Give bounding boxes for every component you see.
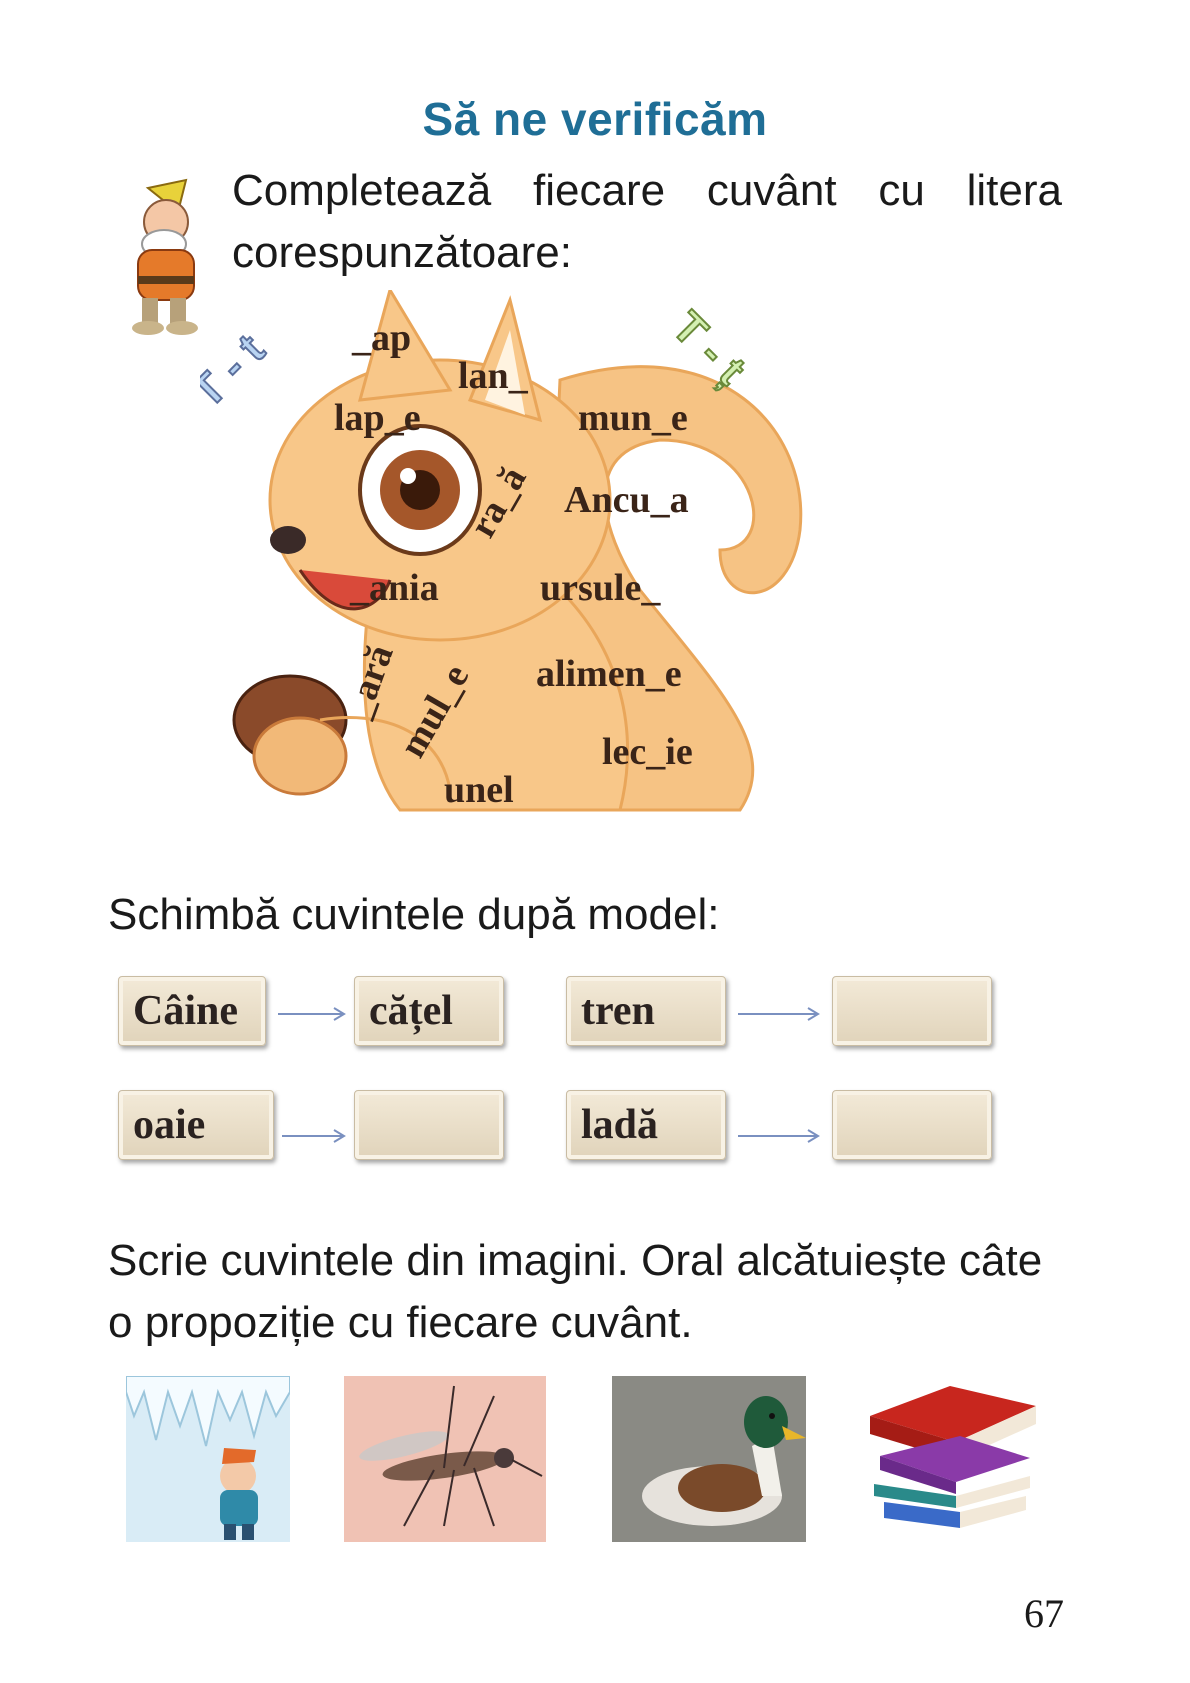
word-mune: mun_e	[578, 397, 688, 439]
squirrel-illustration: T - t T - ț _ap lan_ lap_e mun_e ra_ă An…	[200, 290, 803, 812]
task-instruction-2: Schimbă cuvintele după model:	[108, 890, 720, 939]
task-instruction-1: Completează fiecare cuvânt cu litera cor…	[232, 166, 1062, 277]
word-lan: lan_	[458, 355, 529, 397]
answer-box-oaie[interactable]	[354, 1090, 504, 1160]
word-box-tren: tren	[566, 976, 726, 1046]
word-box-caine: Câine	[118, 976, 266, 1046]
word-unel: unel	[444, 769, 514, 811]
page-number: 67	[1024, 1591, 1064, 1636]
gnome-icon	[132, 178, 198, 335]
word-ania: _ania	[349, 567, 439, 609]
word-lecie: lec_ie	[602, 731, 693, 773]
arrow-icon	[278, 1007, 346, 1021]
mosquito-picture	[344, 1376, 546, 1542]
word-lape: lap_e	[334, 397, 421, 439]
arrow-icon	[738, 1129, 820, 1143]
word-alimene: alimen_e	[536, 653, 682, 695]
letter-pair-t: T - t	[200, 325, 274, 417]
arrow-icon	[738, 1007, 820, 1021]
word-ancua: Ancu_a	[564, 479, 689, 521]
icicles-picture	[126, 1376, 290, 1542]
duck-picture	[612, 1376, 806, 1542]
word-box-catel: cățel	[354, 976, 504, 1046]
arrow-icon	[282, 1129, 346, 1143]
books-picture	[860, 1376, 1040, 1542]
answer-box-lada[interactable]	[832, 1090, 992, 1160]
word-box-oaie: oaie	[118, 1090, 274, 1160]
word-box-lada: ladă	[566, 1090, 726, 1160]
word-ap: _ap	[351, 317, 411, 359]
word-ursule: ursule_	[540, 567, 661, 609]
answer-box-tren[interactable]	[832, 976, 992, 1046]
page-title: Să ne verificăm	[422, 93, 768, 145]
task-instruction-3: Scrie cuvintele din imagini. Oral alcătu…	[108, 1236, 1043, 1347]
